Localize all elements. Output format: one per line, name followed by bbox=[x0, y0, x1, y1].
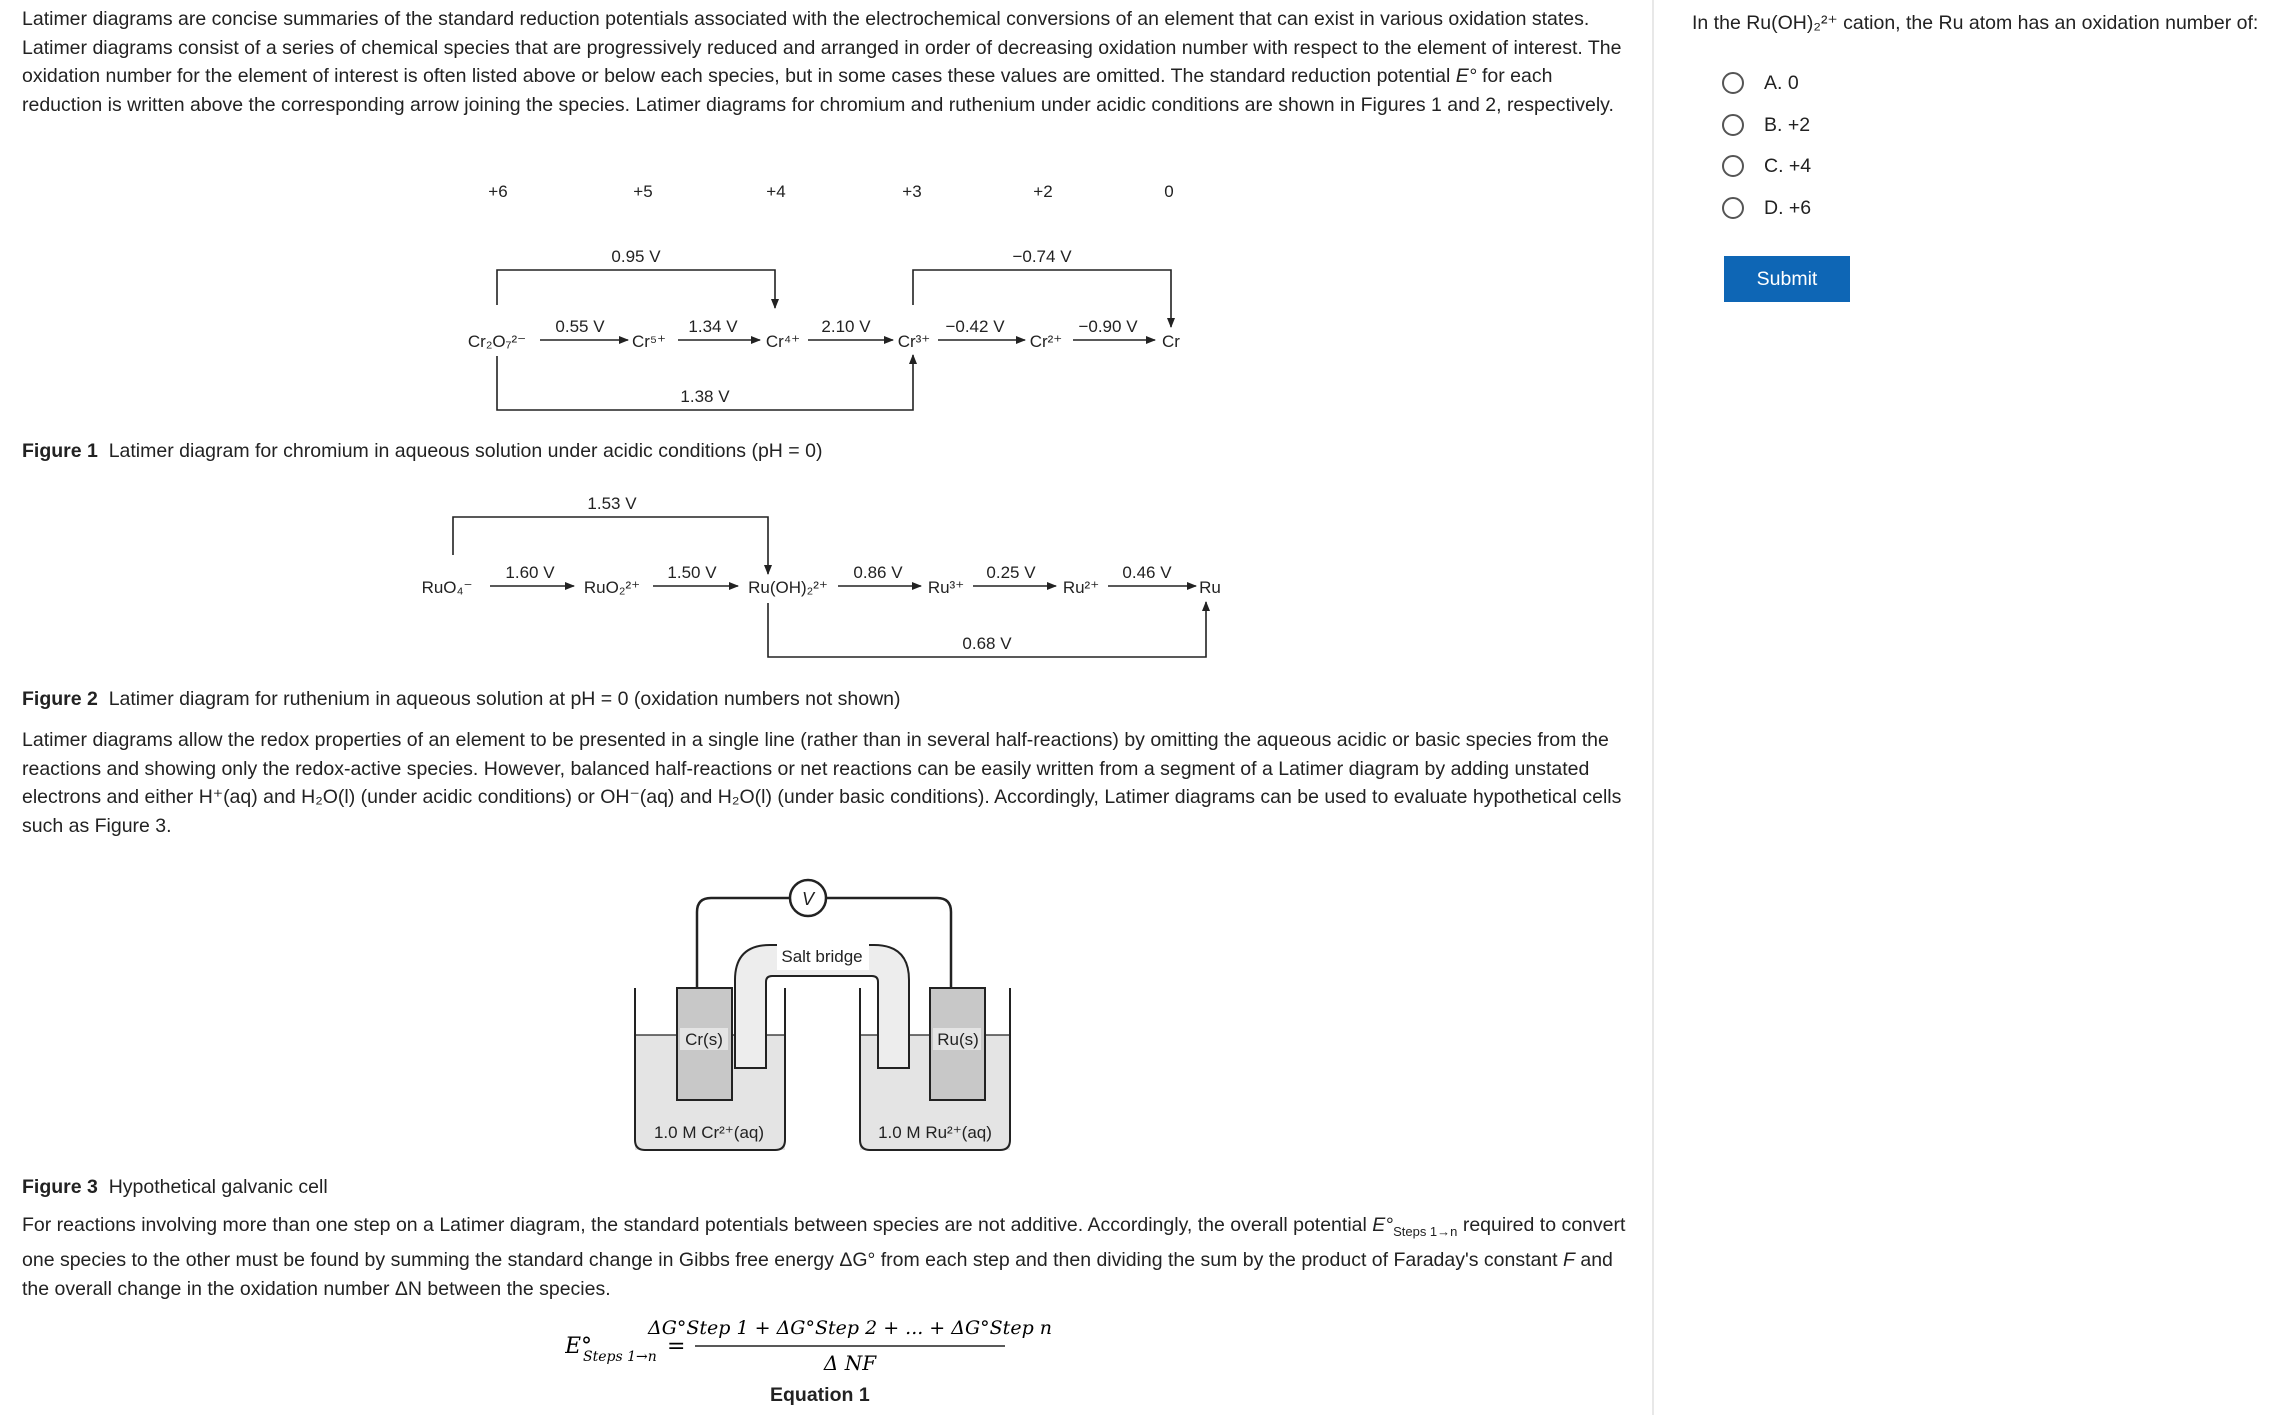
bracket-potential-top: 1.53 V bbox=[587, 494, 637, 513]
option-a-label: A. 0 bbox=[1764, 71, 1799, 94]
oxnum-plus3: +3 bbox=[902, 182, 921, 201]
step-potential-5: −0.90 V bbox=[1078, 317, 1138, 336]
step-potential-2: 1.34 V bbox=[688, 317, 738, 336]
species-cr2: Cr²⁺ bbox=[1030, 332, 1063, 351]
ru-electrode-label: Ru(s) bbox=[937, 1030, 979, 1049]
passage-panel: Latimer diagrams are concise summaries o… bbox=[0, 8, 1626, 1406]
oxnum-plus6: +6 bbox=[488, 182, 507, 201]
step-potential-4: 0.25 V bbox=[986, 563, 1036, 582]
species-ruo2: RuO₂²⁺ bbox=[584, 578, 640, 597]
passage-paragraph-3: For reactions involving more than one st… bbox=[22, 1214, 1626, 1301]
oxnum-plus4: +4 bbox=[766, 182, 785, 201]
equation-1-label: Equation 1 bbox=[770, 1384, 870, 1406]
figure-3-galvanic-cell: V Salt bridge Cr(s) Ru(s) 1.0 M Cr²⁺(aq bbox=[620, 870, 1040, 1160]
option-d[interactable]: D. +6 bbox=[1722, 191, 1811, 225]
radio-b[interactable] bbox=[1722, 114, 1744, 136]
equation-denominator: Δ NF bbox=[823, 1351, 877, 1375]
step-potential-2: 1.50 V bbox=[667, 563, 717, 582]
oxnum-plus2: +2 bbox=[1033, 182, 1052, 201]
species-cr: Cr bbox=[1162, 332, 1180, 351]
step-potential-5: 0.46 V bbox=[1122, 563, 1172, 582]
question-panel: In the Ru(OH)₂²⁺ cation, the Ru atom has… bbox=[1654, 0, 2284, 1415]
bracket-potential-bottom: 0.68 V bbox=[962, 634, 1012, 653]
option-a[interactable]: A. 0 bbox=[1722, 66, 1799, 100]
oxnum-plus5: +5 bbox=[633, 182, 652, 201]
oxnum-zero: 0 bbox=[1164, 182, 1173, 201]
species-cr4: Cr⁴⁺ bbox=[766, 332, 800, 351]
species-ru: Ru bbox=[1199, 578, 1221, 597]
step-potential-4: −0.42 V bbox=[945, 317, 1005, 336]
figure-3-caption: Figure 3 Hypothetical galvanic cell bbox=[22, 1176, 328, 1198]
species-cr3: Cr³⁺ bbox=[898, 332, 931, 351]
question-text: In the Ru(OH)₂²⁺ cation, the Ru atom has… bbox=[1692, 12, 2259, 34]
svg-text:=: = bbox=[667, 1334, 685, 1359]
passage-paragraph-2: Latimer diagrams allow the redox propert… bbox=[22, 729, 1622, 837]
option-b-label: B. +2 bbox=[1764, 113, 1811, 136]
step-potential-1: 0.55 V bbox=[555, 317, 605, 336]
figure-1-caption: Figure 1 Latimer diagram for chromium in… bbox=[22, 440, 823, 462]
cr-electrode-label: Cr(s) bbox=[685, 1030, 723, 1049]
radio-c[interactable] bbox=[1722, 155, 1744, 177]
figure-1-chromium-latimer: +6 +5 +4 +3 +2 0 0.95 V −0.74 V Cr₂O₇²⁻ … bbox=[0, 170, 1300, 430]
species-ru3: Ru³⁺ bbox=[928, 578, 964, 597]
figure-2-ruthenium-latimer: 1.53 V RuO₄⁻ RuO₂²⁺ Ru(OH)₂²⁺ Ru³⁺ Ru²⁺ … bbox=[0, 485, 1300, 665]
step-potential-3: 0.86 V bbox=[853, 563, 903, 582]
species-ru2: Ru²⁺ bbox=[1063, 578, 1099, 597]
option-c[interactable]: C. +4 bbox=[1722, 149, 1811, 183]
radio-a[interactable] bbox=[1722, 72, 1744, 94]
bracket-potential-left: 0.95 V bbox=[611, 247, 661, 266]
bracket-potential-right: −0.74 V bbox=[1012, 247, 1072, 266]
submit-button[interactable]: Submit bbox=[1724, 256, 1850, 302]
species-ruoh2: Ru(OH)₂²⁺ bbox=[748, 578, 828, 597]
voltmeter-icon bbox=[788, 878, 828, 918]
equation-lhs: E° bbox=[565, 1334, 592, 1359]
figure-2-caption: Figure 2 Latimer diagram for ruthenium i… bbox=[22, 688, 901, 710]
option-d-label: D. +6 bbox=[1764, 196, 1812, 219]
salt-bridge-label: Salt bridge bbox=[781, 947, 862, 966]
species-cr5: Cr⁵⁺ bbox=[632, 332, 666, 351]
passage-paragraph-1: Latimer diagrams are concise summaries o… bbox=[22, 8, 1622, 116]
radio-d[interactable] bbox=[1722, 197, 1744, 219]
left-solution-label: 1.0 M Cr²⁺(aq) bbox=[654, 1123, 764, 1142]
voltmeter-label: V bbox=[802, 889, 816, 909]
panel-divider bbox=[1652, 0, 1654, 1415]
species-dichromate: Cr₂O₇²⁻ bbox=[468, 332, 526, 351]
bracket-potential-bottom: 1.38 V bbox=[680, 387, 730, 406]
option-c-label: C. +4 bbox=[1764, 154, 1812, 177]
right-solution-label: 1.0 M Ru²⁺(aq) bbox=[878, 1123, 992, 1142]
equation-lhs-sub: Steps 1→n bbox=[583, 1349, 657, 1365]
option-b[interactable]: B. +2 bbox=[1722, 108, 1810, 142]
species-ruo4: RuO₄⁻ bbox=[422, 578, 473, 597]
equation-1: E° Steps 1→n = ΔG°Step 1 + ΔG°Step 2 + .… bbox=[564, 1308, 1085, 1382]
step-potential-3: 2.10 V bbox=[821, 317, 871, 336]
step-potential-1: 1.60 V bbox=[505, 563, 555, 582]
equation-numerator: ΔG°Step 1 + ΔG°Step 2 + ... + ΔG°Step n bbox=[647, 1317, 1052, 1339]
